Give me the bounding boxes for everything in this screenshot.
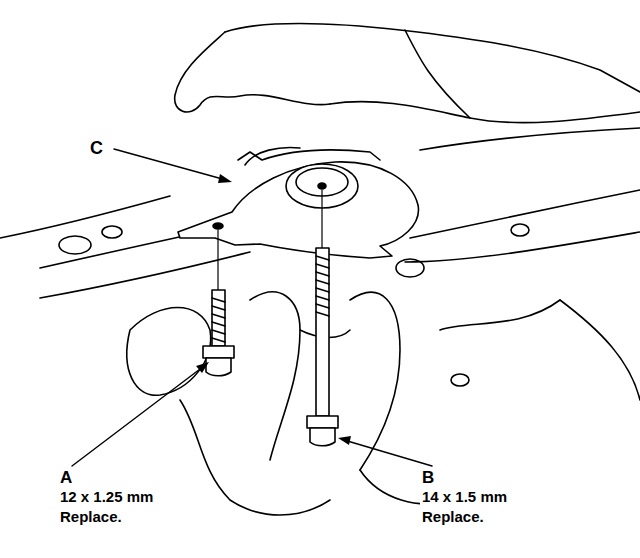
- replace-note: Replace.: [420, 508, 486, 525]
- bolt-size: 12 x 1.25 mm: [58, 488, 155, 505]
- callout-letter: C: [88, 138, 105, 159]
- bolt-size: 14 x 1.5 mm: [420, 488, 509, 505]
- callout-letter: A: [58, 468, 74, 488]
- callout-letter: B: [420, 468, 436, 488]
- replace-note: Replace.: [58, 508, 124, 525]
